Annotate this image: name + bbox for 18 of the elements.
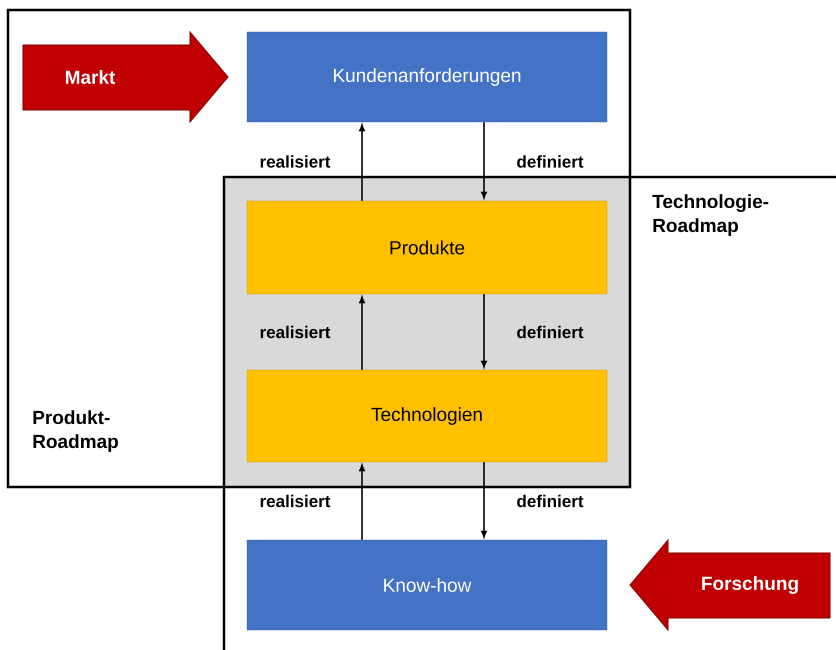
edge-label: definiert <box>517 326 584 338</box>
edge-label: realisiert <box>260 494 330 508</box>
arrow <box>359 124 365 201</box>
frame-title: Produkt-Roadmap <box>33 410 118 452</box>
process-box: Technologien <box>246 370 608 462</box>
edge-label: realisiert <box>260 326 330 338</box>
arrow <box>481 294 487 368</box>
edge-label: definiert <box>517 155 584 168</box>
process-box: Kundenanforderungen <box>246 32 608 122</box>
arrow <box>481 462 487 538</box>
edge-label: realisiert <box>260 155 330 168</box>
arrow <box>481 122 487 198</box>
edge-label: definiert <box>517 494 584 508</box>
arrow <box>359 296 365 370</box>
arrow <box>359 464 365 540</box>
process-box: Produkte <box>246 200 608 294</box>
process-box: Know-how <box>246 540 608 630</box>
frame-title: Technologie-Roadmap <box>652 194 768 236</box>
